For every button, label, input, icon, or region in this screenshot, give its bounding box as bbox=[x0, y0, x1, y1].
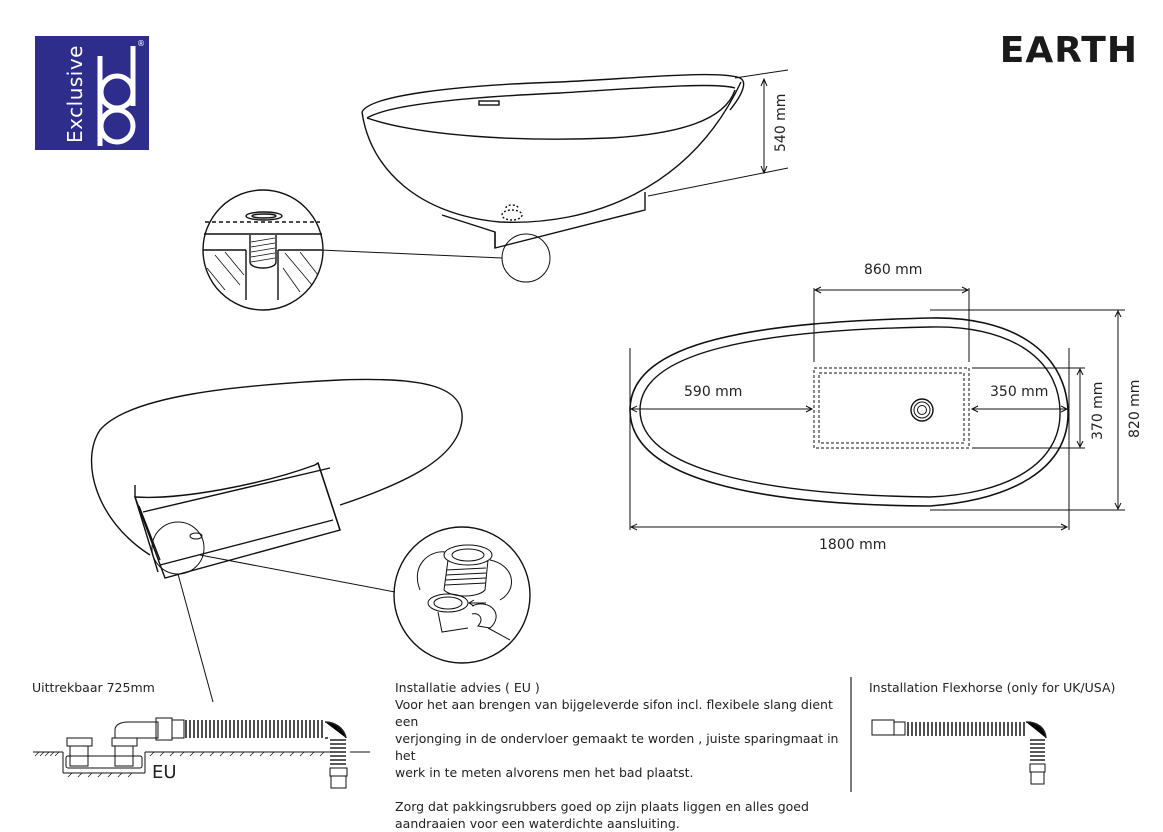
brand-logo: Exclusive ® bbox=[35, 36, 149, 150]
flexhose-label: Installation Flexhorse (only for UK/USA) bbox=[869, 680, 1116, 695]
dim-590-label: 590 mm bbox=[684, 384, 743, 400]
eu-siphon-label: Uittrekbaar 725mm bbox=[32, 680, 155, 695]
dim-350-label: 350 mm bbox=[990, 384, 1049, 400]
advice-line-5: aandraaien voor een waterdichte aansluit… bbox=[395, 816, 680, 831]
logo-bd-mark-icon bbox=[97, 46, 136, 146]
registered-mark: ® bbox=[137, 39, 145, 48]
advice-line-2: verjonging in de ondervloer gemaakt te w… bbox=[395, 731, 839, 763]
eu-region-tag: EU bbox=[152, 762, 177, 783]
dim-1800-label: 1800 mm bbox=[819, 537, 887, 553]
advice-line-4: Zorg dat pakkingsrubbers goed op zijn pl… bbox=[395, 799, 809, 814]
advice-line-3: werk in te meten alvorens men het bad pl… bbox=[395, 765, 694, 780]
advice-line-1: Voor het aan brengen van bijgeleverde si… bbox=[395, 697, 833, 729]
dim-820-label: 820 mm bbox=[1127, 379, 1143, 438]
dim-370-label: 370 mm bbox=[1090, 381, 1106, 440]
advice-heading: Installatie advies ( EU ) bbox=[395, 680, 540, 695]
product-title: EARTH bbox=[999, 30, 1138, 71]
dim-height-label: 540 mm bbox=[773, 93, 789, 152]
installation-advice: Installatie advies ( EU ) Voor het aan b… bbox=[395, 679, 845, 832]
dim-860-label: 860 mm bbox=[864, 262, 923, 278]
